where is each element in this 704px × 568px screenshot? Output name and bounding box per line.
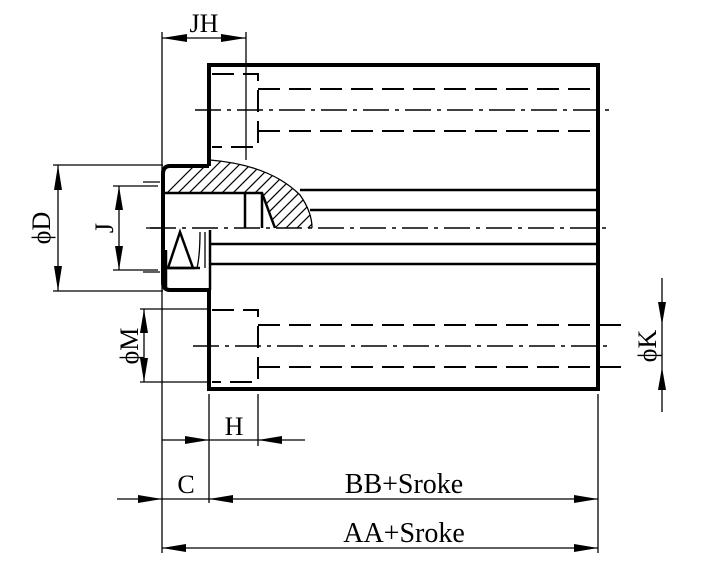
top-port-hidden: [195, 73, 612, 148]
dim-jh: JH: [161, 9, 247, 553]
hatch-bottom-line: [165, 191, 277, 229]
label-phi-d: ϕD: [27, 212, 56, 244]
thread-symbol: [166, 228, 206, 270]
hatch-line: [284, 160, 312, 228]
rod-lines: [164, 188, 598, 290]
hatch-line: [295, 160, 312, 228]
label-phi-m: ϕM: [115, 328, 144, 365]
hatch-line: [165, 160, 206, 228]
dim-j: J: [90, 185, 160, 271]
label-aa-stroke: AA+Sroke: [343, 518, 465, 549]
dim-phi-k: ϕK: [633, 278, 666, 412]
dim-phi-m: ϕM: [115, 308, 209, 383]
dim-c-bb: C BB+Sroke: [117, 394, 599, 553]
label-c: C: [177, 470, 194, 499]
label-h: H: [225, 412, 244, 441]
label-bb-stroke: BB+Sroke: [345, 469, 463, 500]
dim-aa: AA+Sroke: [162, 518, 598, 552]
label-jh: JH: [190, 9, 219, 38]
hatch-arc: [209, 159, 313, 229]
hatch-line: [273, 160, 312, 228]
label-phi-k: ϕK: [633, 330, 662, 363]
bottom-port-hidden: [193, 309, 630, 383]
label-j: J: [90, 223, 119, 233]
cylinder-body: [161, 63, 600, 391]
dim-phi-d: ϕD: [27, 164, 163, 292]
dim-h: H: [162, 394, 305, 503]
